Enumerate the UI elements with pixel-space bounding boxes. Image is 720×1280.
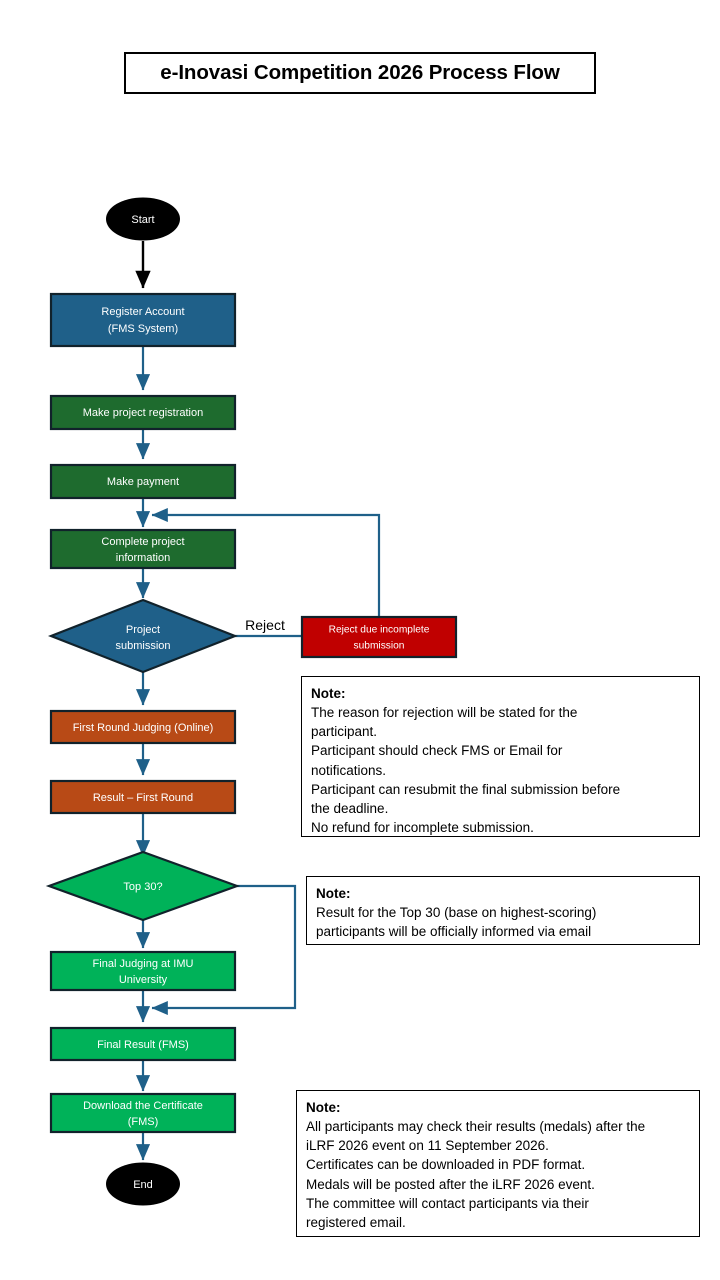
top30-diamond bbox=[45, 850, 241, 922]
project-registration-box bbox=[49, 394, 237, 431]
note-rejection-line-2: participant. bbox=[311, 724, 378, 740]
node-first-round-judging[interactable]: First Round Judging (Online) bbox=[49, 709, 237, 745]
first-round-judging-box bbox=[49, 709, 237, 745]
reject-edge-label: Reject bbox=[245, 617, 285, 633]
note-rejection-line-5: Participant can resubmit the final submi… bbox=[311, 781, 621, 797]
node-project-registration[interactable]: Make project registration bbox=[49, 394, 237, 431]
download-certificate-label-line1: Download the Certificate bbox=[83, 1100, 203, 1112]
node-make-payment[interactable]: Make payment bbox=[49, 463, 237, 500]
note-rejection: Note: The reason for rejection will be s… bbox=[301, 676, 700, 837]
note-results-line-6: registered email. bbox=[306, 1214, 406, 1230]
register-account-box bbox=[49, 292, 237, 348]
project-submission-diamond bbox=[47, 598, 239, 674]
note-results-line-1: All participants may check their results… bbox=[306, 1119, 646, 1135]
note-top30-line-2: participants will be officially informed… bbox=[316, 924, 592, 940]
first-round-judging-label: First Round Judging (Online) bbox=[73, 722, 214, 734]
node-start[interactable]: Start bbox=[106, 197, 180, 241]
start-ellipse bbox=[106, 197, 180, 241]
project-registration-label: Make project registration bbox=[83, 407, 203, 419]
result-first-round-box bbox=[49, 779, 237, 815]
node-top30-decision[interactable]: Top 30? bbox=[45, 850, 241, 922]
note-rejection-line-3: Participant should check FMS or Email fo… bbox=[311, 743, 563, 759]
note-results: Note: All participants may check their r… bbox=[296, 1090, 700, 1237]
final-result-box bbox=[49, 1026, 237, 1062]
download-certificate-label-line2: (FMS) bbox=[128, 1116, 159, 1128]
note-rejection-line-4: notifications. bbox=[311, 762, 387, 778]
node-download-certificate[interactable]: Download the Certificate (FMS) bbox=[49, 1092, 237, 1134]
reject-incomplete-label-line1: Reject due incomplete bbox=[329, 625, 430, 636]
note-rejection-title: Note: bbox=[311, 686, 346, 701]
complete-project-label-line1: Complete project bbox=[101, 536, 184, 548]
node-result-first-round[interactable]: Result – First Round bbox=[49, 779, 237, 815]
project-submission-label-line2: submission bbox=[115, 640, 170, 652]
note-top30: Note: Result for the Top 30 (base on hig… bbox=[306, 876, 700, 945]
register-account-label-line2: (FMS System) bbox=[108, 323, 178, 335]
note-rejection-line-7: No refund for incomplete submission. bbox=[311, 820, 534, 836]
make-payment-box bbox=[49, 463, 237, 500]
note-rejection-line-6: the deadline. bbox=[311, 800, 389, 816]
note-rejection-line-1: The reason for rejection will be stated … bbox=[311, 705, 578, 721]
node-register-account[interactable]: Register Account (FMS System) bbox=[49, 292, 237, 348]
final-judging-box bbox=[49, 950, 237, 992]
start-label: Start bbox=[131, 214, 154, 226]
edge-reject-loop-to-complete bbox=[151, 507, 381, 617]
end-ellipse bbox=[106, 1162, 180, 1206]
node-project-submission-decision[interactable]: Project submission bbox=[47, 598, 239, 674]
node-complete-project-information[interactable]: Complete project information bbox=[49, 528, 237, 570]
node-end[interactable]: End bbox=[106, 1162, 180, 1206]
node-final-judging[interactable]: Final Judging at IMU University bbox=[49, 950, 237, 992]
final-judging-label-line2: University bbox=[119, 974, 168, 986]
note-results-line-3: Certificates can be downloaded in PDF fo… bbox=[306, 1157, 586, 1173]
final-result-label: Final Result (FMS) bbox=[97, 1039, 189, 1051]
page-title-box: e-Inovasi Competition 2026 Process Flow bbox=[124, 52, 596, 94]
final-judging-label-line1: Final Judging at IMU bbox=[93, 958, 194, 970]
reject-incomplete-box bbox=[300, 615, 458, 659]
note-results-line-4: Medals will be posted after the iLRF 202… bbox=[306, 1176, 595, 1192]
project-submission-label-line1: Project bbox=[126, 624, 160, 636]
note-results-line-2: iLRF 2026 event on 11 September 2026. bbox=[306, 1138, 549, 1154]
result-first-round-label: Result – First Round bbox=[93, 792, 193, 804]
complete-project-label-line2: information bbox=[116, 552, 170, 564]
register-account-label-line1: Register Account bbox=[101, 306, 184, 318]
node-final-result[interactable]: Final Result (FMS) bbox=[49, 1026, 237, 1062]
node-reject-incomplete[interactable]: Reject due incomplete submission bbox=[300, 615, 458, 659]
edge-top30-bypass-to-finalres bbox=[151, 884, 297, 1016]
note-results-title: Note: bbox=[306, 1100, 341, 1115]
download-certificate-box bbox=[49, 1092, 237, 1134]
end-label: End bbox=[133, 1179, 153, 1191]
make-payment-label: Make payment bbox=[107, 476, 179, 488]
note-top30-line-1: Result for the Top 30 (base on highest-s… bbox=[316, 905, 597, 921]
note-results-line-5: The committee will contact participants … bbox=[306, 1195, 589, 1211]
complete-project-box bbox=[49, 528, 237, 570]
note-top30-title: Note: bbox=[316, 886, 351, 901]
page-title: e-Inovasi Competition 2026 Process Flow bbox=[160, 61, 560, 84]
top30-label: Top 30? bbox=[123, 881, 162, 893]
reject-incomplete-label-line2: submission bbox=[354, 641, 405, 652]
